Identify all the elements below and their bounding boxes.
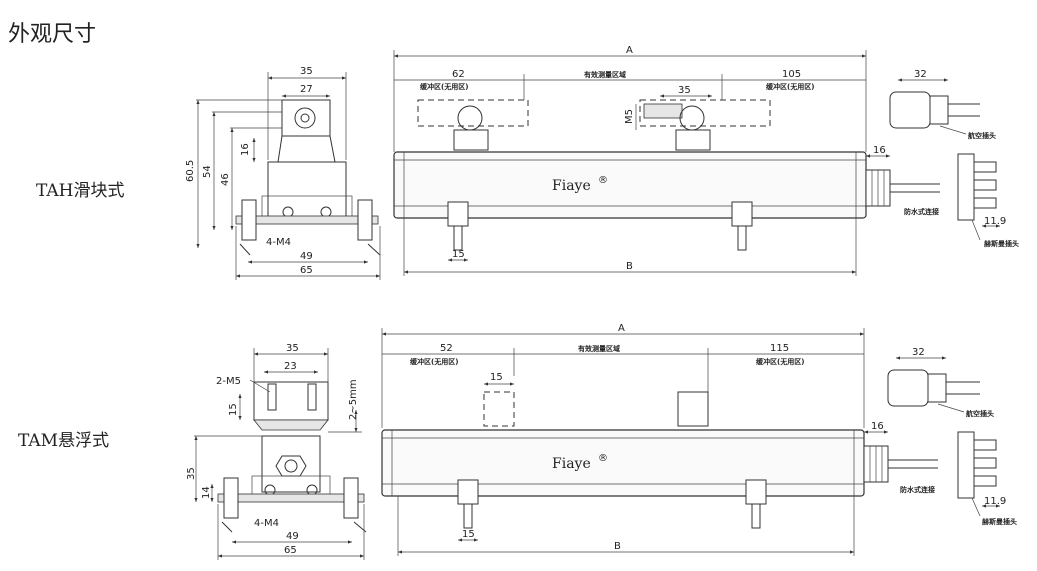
tam-buffer-left-label: 缓冲区(无用区) (409, 357, 458, 366)
tam-len-b: B (614, 541, 621, 552)
tah-roller (294, 107, 316, 129)
tam-cable-16: 16 (871, 421, 884, 432)
tah-brand: Fiaye (552, 178, 591, 194)
tam-magnet (677, 391, 709, 427)
tah-mount-left (447, 201, 469, 227)
tam-connectors: 32 航空插头 11.9 赫斯曼插头 (887, 347, 1017, 526)
tah-dim-49: 49 (300, 251, 313, 262)
tah-connectors: 32 航空插头 11.9 赫斯曼插头 (889, 69, 1019, 248)
variant-label-tah: TAH滑块式 (36, 181, 125, 201)
tam-mount-15: 15 (462, 529, 475, 540)
tah-buffer-right-label: 缓冲区(无用区) (765, 82, 814, 91)
tam-aviation-plug (887, 369, 929, 407)
tam-holes-2-m5: 2-M5 (216, 376, 241, 387)
tam-magnet-dashed (483, 391, 515, 427)
tam-housing (261, 435, 321, 493)
tam-brand-mark: ® (598, 453, 608, 464)
page-title: 外观尺寸 (8, 22, 97, 47)
tam-dim-49: 49 (286, 531, 299, 542)
tah-conn-32: 32 (914, 69, 927, 80)
tah-bracket-left (241, 199, 257, 241)
tah-waterproof: 防水式连接 (904, 207, 939, 216)
tah-housing (267, 161, 347, 218)
tah-buffer-left-dim: 62 (452, 69, 465, 80)
tam-gap: 2~5mm (348, 379, 359, 420)
tam-side-view: 35 23 2-M5 15 2~5mm 35 14 4-M4 49 65 (186, 343, 367, 560)
tah-terminal-plug (957, 153, 975, 221)
tah-base (235, 215, 379, 225)
tam-mount-left (457, 479, 479, 505)
tam-dim-14: 14 (201, 486, 212, 499)
tah-len-b: B (626, 261, 633, 272)
tah-dim-60-5: 60.5 (185, 160, 196, 182)
tam-len-a: A (618, 323, 625, 334)
tam-brand: Fiaye (552, 456, 591, 472)
tah-mount-15: 15 (452, 249, 465, 260)
tam-mount-right (745, 479, 767, 505)
tam-bracket-right (343, 477, 359, 519)
tam-dim-35: 35 (286, 343, 299, 354)
tam-holes-4-m4: 4-M4 (254, 518, 279, 529)
tah-dim-16: 16 (240, 143, 251, 156)
tam-conn-32: 32 (912, 347, 925, 358)
tam-effective-label: 有效测量区域 (578, 344, 620, 353)
tam-bracket-left (223, 477, 239, 519)
tah-dim-65: 65 (300, 265, 313, 276)
tam-base (217, 493, 365, 503)
tah-dim-35: 35 (300, 66, 313, 77)
tam-buffer-right-dim: 115 (770, 343, 789, 354)
tam-dim-23: 23 (284, 361, 297, 372)
tah-bracket-right (357, 199, 373, 241)
variant-label-tam: TAM悬浮式 (18, 431, 110, 451)
tah-len-a: A (626, 45, 633, 56)
tam-conn-11-9: 11.9 (984, 496, 1006, 507)
tah-side-view: 35 27 60.5 54 46 16 4-M4 49 65 (185, 66, 381, 280)
tah-slider-head (281, 99, 331, 137)
tam-dim-15: 15 (228, 403, 239, 416)
tam-waterproof: 防水式连接 (900, 485, 935, 494)
tah-effective-label: 有效测量区域 (584, 70, 626, 79)
tam-dim-35-h: 35 (186, 467, 197, 480)
tah-mount-right (731, 201, 753, 227)
tam-terminal-plug (957, 431, 975, 499)
tah-dim-46: 46 (220, 173, 231, 186)
tah-aviation-label: 航空插头 (968, 131, 996, 140)
tah-cable-16: 16 (873, 145, 886, 156)
tah-dim-54: 54 (202, 165, 213, 178)
tah-aviation-plug (889, 91, 931, 129)
tah-slider-35: 35 (678, 85, 691, 96)
tam-buffer-left-dim: 52 (440, 343, 453, 354)
tah-slider-neck (277, 135, 336, 163)
tah-dim-27: 27 (300, 84, 313, 95)
tam-magnet-block (253, 381, 329, 421)
tam-terminal-label: 赫斯曼插头 (982, 517, 1017, 526)
tah-brand-mark: ® (598, 175, 608, 186)
tam-dim-65: 65 (284, 545, 297, 556)
tah-terminal-label: 赫斯曼插头 (984, 239, 1019, 248)
tah-buffer-right-dim: 105 (782, 69, 801, 80)
tah-main-view: A 62 缓冲区(无用区) 有效测量区域 105 缓冲区(无用区) 35 M5 … (393, 45, 940, 276)
tah-conn-11-9: 11.9 (984, 216, 1006, 227)
tam-magnet-15: 15 (490, 372, 503, 383)
tah-m5: M5 (624, 109, 635, 124)
tam-sensor-body (381, 429, 865, 497)
tah-holes-4-m4: 4-M4 (266, 237, 291, 248)
tam-aviation-label: 航空插头 (966, 409, 994, 418)
tam-main-view: A 52 缓冲区(无用区) 有效测量区域 115 缓冲区(无用区) 15 Fia… (381, 323, 938, 556)
tam-buffer-right-label: 缓冲区(无用区) (755, 357, 804, 366)
tah-buffer-left-label: 缓冲区(无用区) (419, 82, 468, 91)
